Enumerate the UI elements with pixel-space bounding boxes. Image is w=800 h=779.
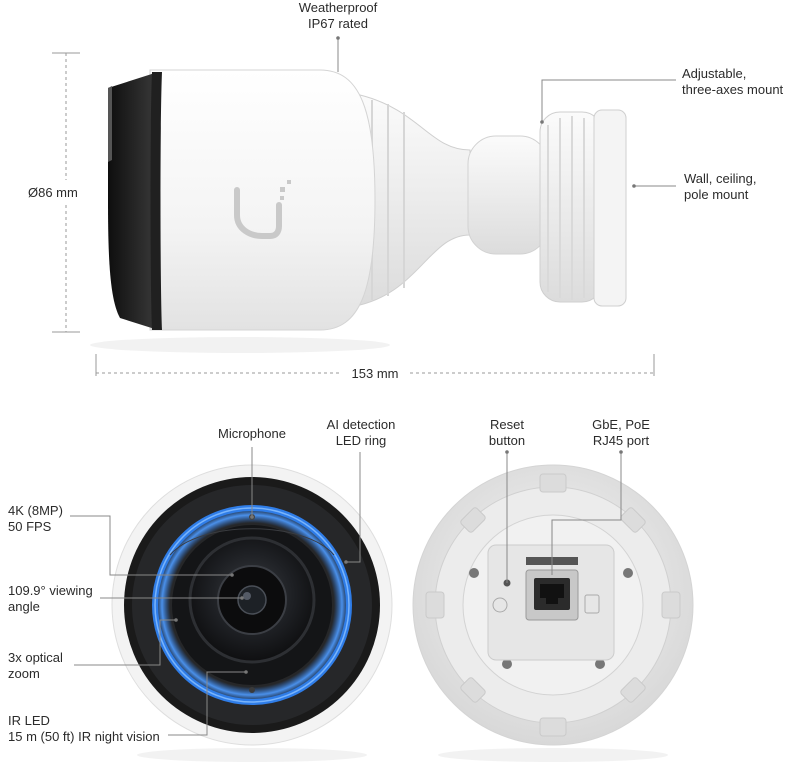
weatherproof-label: Weatherproof IP67 rated bbox=[288, 0, 388, 32]
reset-line2: button bbox=[488, 433, 526, 448]
callout-weatherproof bbox=[336, 36, 340, 72]
callout-microphone bbox=[250, 447, 254, 519]
length-label: 153 mm bbox=[351, 366, 399, 381]
ir-line1: IR LED bbox=[8, 713, 50, 728]
callout-zoom bbox=[74, 618, 178, 666]
microphone-label: Microphone bbox=[218, 426, 286, 441]
mount-line2: pole mount bbox=[684, 187, 749, 202]
callout-ir bbox=[168, 670, 248, 736]
callout-adjustable bbox=[540, 79, 676, 124]
back-view-camera bbox=[412, 464, 694, 762]
weatherproof-line1: Weatherproof bbox=[298, 0, 378, 15]
reset-line1: Reset bbox=[490, 417, 524, 432]
viewing-line1: 109.9° viewing bbox=[8, 583, 93, 598]
port-line2: RJ45 port bbox=[592, 433, 650, 448]
side-view-camera bbox=[90, 69, 627, 353]
weatherproof-line2: IP67 rated bbox=[308, 16, 368, 31]
resolution-line1: 4K (8MP) bbox=[8, 503, 63, 518]
mount-line1: Wall, ceiling, bbox=[684, 171, 757, 186]
ai-ring-line2: LED ring bbox=[335, 433, 387, 448]
zoom-line2: zoom bbox=[8, 666, 40, 681]
ir-label: IR LED 15 m (50 ft) IR night vision bbox=[8, 713, 160, 745]
diameter-label: Ø86 mm bbox=[28, 185, 78, 200]
callout-reset bbox=[505, 450, 509, 583]
ir-line2: 15 m (50 ft) IR night vision bbox=[8, 729, 160, 744]
front-view-camera bbox=[111, 464, 393, 762]
resolution-label: 4K (8MP) 50 FPS bbox=[8, 503, 63, 535]
mount-label: Wall, ceiling, pole mount bbox=[684, 171, 756, 203]
callout-mount bbox=[632, 184, 676, 188]
diameter-dimension bbox=[52, 52, 80, 333]
adjustable-label: Adjustable, three-axes mount bbox=[682, 66, 783, 98]
ai-ring-line1: AI detection bbox=[326, 417, 396, 432]
callout-viewing bbox=[100, 596, 244, 600]
callout-port bbox=[551, 450, 623, 575]
viewing-line2: angle bbox=[8, 599, 40, 614]
adjustable-line2: three-axes mount bbox=[682, 82, 784, 97]
ai-ring-label: AI detection LED ring bbox=[316, 417, 406, 449]
zoom-label: 3x optical zoom bbox=[8, 650, 63, 682]
reset-label: Reset button bbox=[472, 417, 542, 449]
port-line1: GbE, PoE bbox=[592, 417, 650, 432]
callout-resolution bbox=[70, 515, 234, 577]
resolution-line2: 50 FPS bbox=[8, 519, 52, 534]
adjustable-line1: Adjustable, bbox=[682, 66, 747, 81]
length-dimension bbox=[95, 354, 655, 376]
viewing-label: 109.9° viewing angle bbox=[8, 583, 93, 615]
zoom-line1: 3x optical bbox=[8, 650, 63, 665]
callout-ai-ring bbox=[344, 452, 361, 564]
port-label: GbE, PoE RJ45 port bbox=[576, 417, 666, 449]
